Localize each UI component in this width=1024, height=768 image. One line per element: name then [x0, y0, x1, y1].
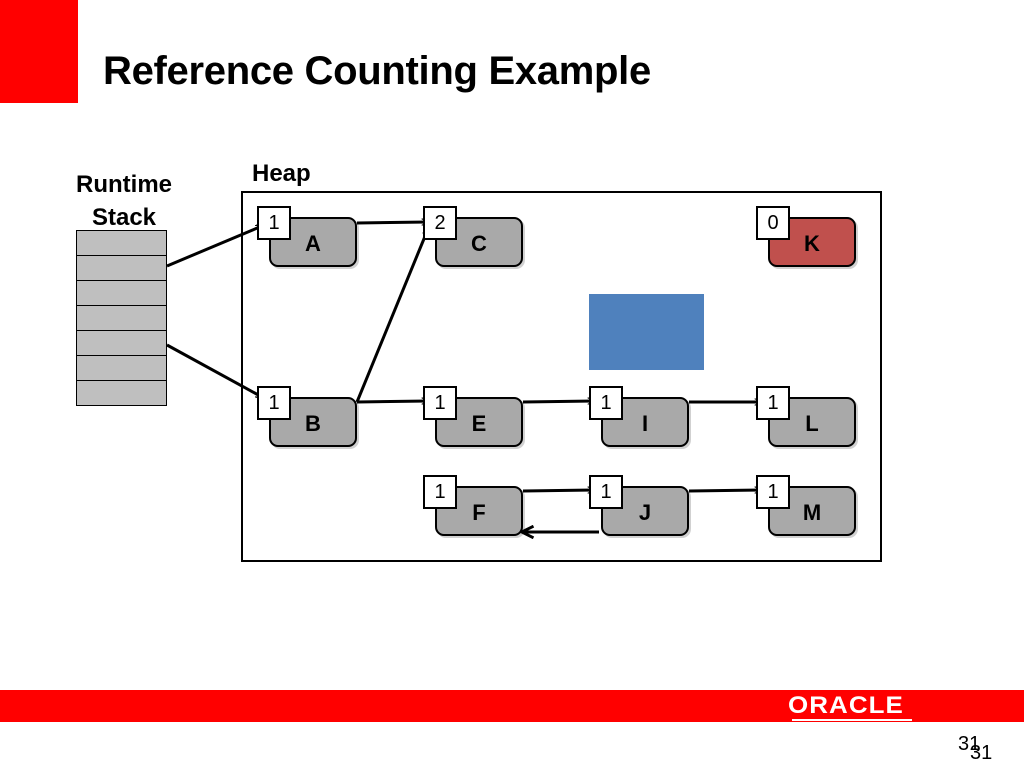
- oracle-logo: ORACLE: [788, 692, 904, 719]
- stack-slot: [76, 256, 167, 281]
- reference-count-badge: 1: [257, 386, 291, 420]
- highlight-rectangle: [589, 294, 704, 370]
- page-number: 31: [958, 733, 981, 755]
- footer-bar: [0, 690, 1024, 722]
- heap-object-label: J: [638, 500, 652, 525]
- reference-count-badge: 1: [756, 386, 790, 420]
- heap-object-label: F: [472, 500, 486, 525]
- heap-object-a: A: [269, 217, 357, 267]
- heap-object-label: K: [804, 231, 820, 256]
- oracle-logo-underline: [792, 719, 912, 721]
- reference-count-badge: 1: [257, 206, 291, 240]
- heap-object-label: M: [802, 500, 822, 525]
- heap-label: Heap: [252, 160, 311, 187]
- stack-slot: [76, 306, 167, 331]
- page-title: Reference Counting Example: [103, 49, 651, 93]
- reference-count-badge: 1: [756, 475, 790, 509]
- edge-b-to-c: [355, 229, 428, 403]
- runtime-stack: [76, 230, 167, 406]
- reference-count-badge: 1: [423, 475, 457, 509]
- heap-object-m: M: [768, 486, 856, 536]
- edge-f-to-j: [522, 490, 594, 491]
- reference-count-badge: 2: [423, 206, 457, 240]
- heap-object-label: C: [471, 231, 487, 256]
- heap-object-label: I: [641, 411, 649, 436]
- page-number-shadow: 31: [970, 742, 993, 764]
- reference-count-badge: 0: [756, 206, 790, 240]
- runtime-stack-label-line2: Stack: [91, 204, 157, 231]
- reference-count-badge: 1: [423, 386, 457, 420]
- reference-count-badge: 1: [589, 386, 623, 420]
- stack-slot: [76, 230, 167, 256]
- heap-object-label: E: [471, 411, 487, 436]
- edge-b-to-e: [356, 401, 428, 402]
- runtime-stack-label-line1: Runtime: [76, 171, 172, 198]
- reference-count-badge: 1: [589, 475, 623, 509]
- edge-j-to-m: [688, 490, 761, 491]
- heap-object-label: B: [305, 411, 321, 436]
- edge-stack-to-a: [166, 226, 262, 268]
- edge-a-to-c: [356, 222, 428, 223]
- edge-e-to-i: [522, 401, 594, 402]
- heap-object-label: A: [305, 231, 321, 256]
- heap-object-label: L: [805, 411, 819, 436]
- stack-slot: [76, 281, 167, 306]
- stack-slot: [76, 356, 167, 381]
- heap-object-f: F: [435, 486, 523, 536]
- stack-slot: [76, 381, 167, 406]
- brand-corner-block: [0, 0, 78, 103]
- stack-slot: [76, 331, 167, 356]
- heap-box: [241, 191, 882, 562]
- runtime-stack-label: Runtime Stack: [60, 168, 188, 234]
- edge-stack-to-b: [166, 343, 262, 399]
